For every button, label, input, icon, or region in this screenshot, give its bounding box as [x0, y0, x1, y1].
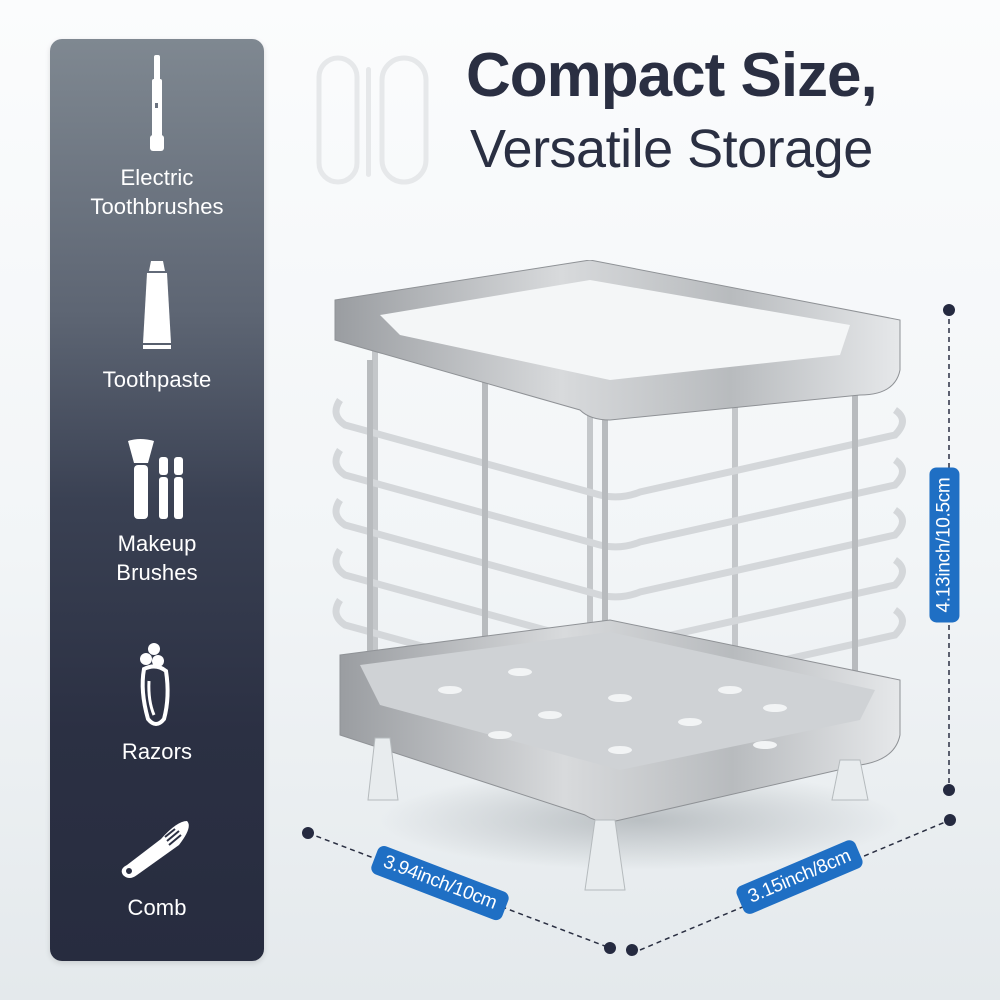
dimension-endpoint: [944, 814, 956, 826]
use-case-electric-toothbrushes: Electric Toothbrushes: [50, 53, 264, 221]
use-case-label: Electric: [120, 165, 194, 190]
use-case-label: Toothbrushes: [90, 194, 224, 219]
use-case-razors: Razors: [50, 641, 264, 766]
use-case-toothpaste: Toothpaste: [50, 261, 264, 394]
use-case-label: Razors: [121, 739, 193, 764]
use-case-makeup-brushes: Makeup Brushes: [50, 437, 264, 587]
dimension-endpoint: [943, 784, 955, 796]
comb-icon: [121, 821, 189, 878]
dimension-endpoint: [626, 944, 638, 956]
use-case-label: Brushes: [116, 560, 198, 585]
product-image: [332, 260, 906, 891]
electric-toothbrush-icon: [150, 55, 164, 151]
dimension-endpoint: [604, 942, 616, 954]
use-case-label: Toothpaste: [102, 367, 212, 392]
decorative-outline-icon: [316, 55, 429, 185]
use-case-label: Makeup: [117, 531, 197, 556]
toothpaste-icon: [143, 261, 171, 349]
use-case-comb: Comb: [50, 813, 264, 922]
height-dimension-badge: 4.13inch/10.5cm: [929, 467, 960, 623]
dimension-endpoint: [943, 304, 955, 316]
razor-icon: [140, 643, 170, 726]
headline-primary: Compact Size,: [466, 41, 878, 110]
use-cases-panel: Electric Toothbrushes Toothpaste Makeup …: [50, 39, 264, 961]
use-case-label: Comb: [127, 895, 187, 920]
makeup-brushes-icon: [128, 439, 183, 519]
headline-secondary: Versatile Storage: [470, 119, 873, 179]
dimension-endpoint: [302, 827, 314, 839]
